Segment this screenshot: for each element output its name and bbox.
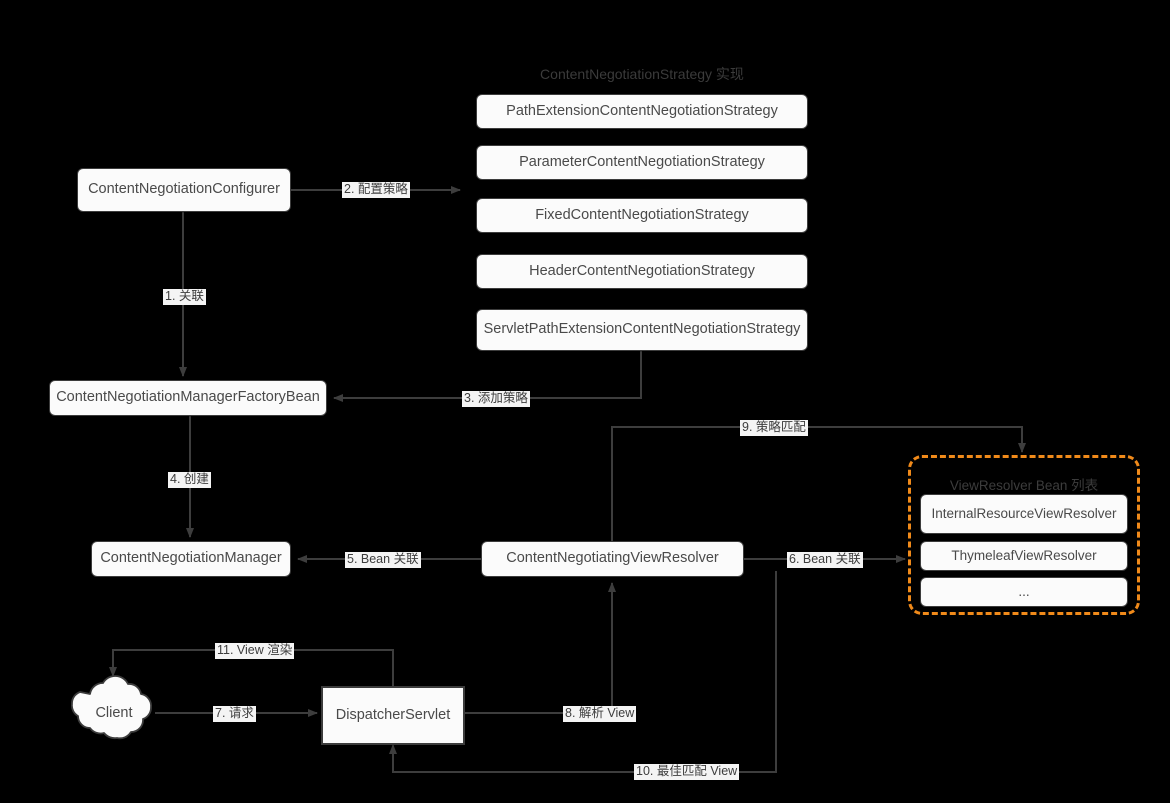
strategy-box-header[interactable]: HeaderContentNegotiationStrategy [476,254,808,289]
strategy-box-fixed[interactable]: FixedContentNegotiationStrategy [476,198,808,233]
edge-label-5: 5. Bean 关联 [345,552,421,568]
node-client-label: Client [95,705,133,721]
edge-label-8: 8. 解析 View [563,706,637,722]
strategy-box-parameter[interactable]: ParameterContentNegotiationStrategy [476,145,808,180]
node-content-negotiating-view-resolver[interactable]: ContentNegotiatingViewResolver [481,541,744,577]
edge-label-1: 1. 关联 [163,289,206,305]
strategy-box-servlet-path-extension[interactable]: ServletPathExtensionContentNegotiationSt… [476,309,808,351]
strategy-box-path-extension[interactable]: PathExtensionContentNegotiationStrategy [476,94,808,129]
view-resolver-item-ellipsis[interactable]: ... [920,577,1128,607]
edge-8-line [465,582,616,714]
edge-label-6: 6. Bean 关联 [787,552,863,568]
cloud-icon [71,675,152,740]
edge-label-9: 9. 策略匹配 [740,420,808,436]
edge-label-4: 4. 创建 [168,472,211,488]
strategy-group-title: ContentNegotiationStrategy 实现 [540,66,744,82]
edge-label-2: 2. 配置策略 [342,182,410,198]
node-content-negotiation-manager-factory-bean[interactable]: ContentNegotiationManagerFactoryBean [49,380,327,416]
edge-label-10: 10. 最佳匹配 View [634,764,740,780]
view-resolver-item-internal-resource[interactable]: InternalResourceViewResolver [920,494,1128,534]
view-resolver-bean-group [908,455,1140,615]
edge-label-11: 11. View 渲染 [215,643,295,659]
node-content-negotiation-configurer[interactable]: ContentNegotiationConfigurer [77,168,291,212]
view-resolver-item-thymeleaf[interactable]: ThymeleafViewResolver [920,541,1128,571]
node-content-negotiation-manager[interactable]: ContentNegotiationManager [91,541,291,577]
view-resolver-group-title: ViewResolver Bean 列表 [949,478,1099,493]
node-client-cloud[interactable] [62,672,166,759]
node-dispatcher-servlet[interactable]: DispatcherServlet [321,686,465,745]
edge-label-7: 7. 请求 [213,706,256,722]
edge-label-3: 3. 添加策略 [462,391,530,407]
